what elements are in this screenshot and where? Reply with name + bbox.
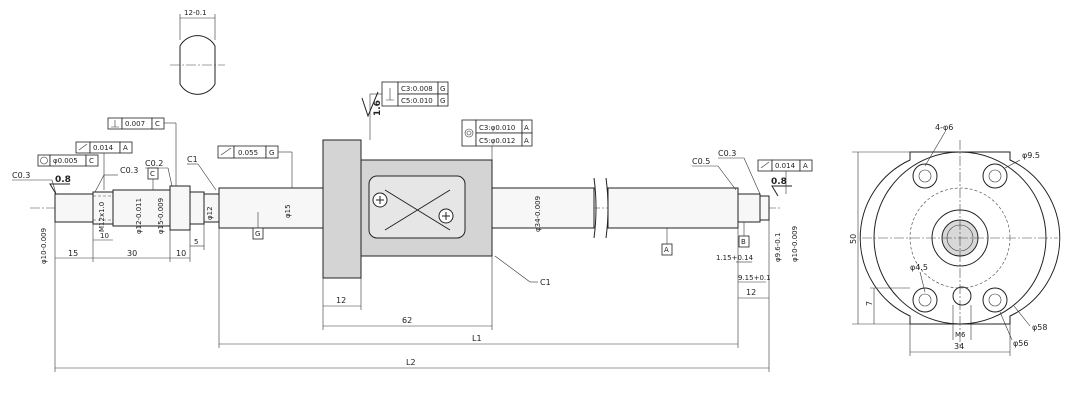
svg-text:M6: M6 xyxy=(955,331,966,339)
right-journal xyxy=(737,193,761,223)
svg-text:4-φ6: 4-φ6 xyxy=(935,123,953,132)
svg-text:10: 10 xyxy=(176,249,186,258)
mount-hole xyxy=(912,287,938,313)
svg-text:C1: C1 xyxy=(187,155,198,164)
collar xyxy=(189,191,205,225)
svg-text:A: A xyxy=(664,246,669,254)
svg-text:0.055: 0.055 xyxy=(238,149,258,157)
svg-text:C0.2: C0.2 xyxy=(145,159,163,168)
flat-section xyxy=(179,35,216,95)
svg-text:C0.3: C0.3 xyxy=(120,166,138,175)
svg-text:C0.3: C0.3 xyxy=(12,171,30,180)
svg-text:C5:φ0.012: C5:φ0.012 xyxy=(479,137,515,145)
svg-text:5: 5 xyxy=(194,238,198,246)
svg-text:G: G xyxy=(269,149,274,157)
svg-text:50: 50 xyxy=(849,234,858,244)
roughness-left: 0.8 xyxy=(49,175,71,195)
chamfer-labels: C0.3 C0.3 C0.2 C1 C0.5 C0.3 C1 xyxy=(12,149,761,287)
svg-text:φ56: φ56 xyxy=(1013,339,1028,348)
fcf-runout-a-right: 0.014 A xyxy=(757,159,813,194)
svg-text:φ34-0.009: φ34-0.009 xyxy=(534,196,542,232)
svg-text:C: C xyxy=(155,120,160,128)
svg-text:C0.5: C0.5 xyxy=(692,157,710,166)
svg-text:0.007: 0.007 xyxy=(125,120,145,128)
bearing-seat-15 xyxy=(169,185,191,231)
svg-text:A: A xyxy=(524,137,529,145)
svg-text:C0.3: C0.3 xyxy=(718,149,736,158)
fcf-runout-a-left: 0.014 A xyxy=(75,141,133,190)
roughness-right: 0.8 xyxy=(771,177,792,197)
svg-text:L2: L2 xyxy=(406,358,416,367)
svg-text:L1: L1 xyxy=(472,334,482,343)
svg-text:1.15+0.14: 1.15+0.14 xyxy=(716,254,754,262)
svg-text:M12x1.0: M12x1.0 xyxy=(98,202,106,232)
nut-flange xyxy=(322,139,362,279)
svg-text:0.8: 0.8 xyxy=(771,177,787,187)
svg-text:φ4.5: φ4.5 xyxy=(910,263,928,272)
fcf-perpendicular-g: C3:0.008 C5:0.010 G G xyxy=(369,81,449,140)
mount-hole xyxy=(912,163,938,189)
svg-text:10: 10 xyxy=(100,232,109,240)
svg-text:φ0.005: φ0.005 xyxy=(53,157,78,165)
svg-text:B: B xyxy=(741,238,746,246)
flat-width-label: 12-0.1 xyxy=(184,9,207,17)
svg-text:C3:0.008: C3:0.008 xyxy=(401,85,433,93)
flat-detail-view: 12-0.1 xyxy=(170,9,225,95)
svg-text:C: C xyxy=(150,170,155,178)
vertical-diameter-labels: φ10-0.009 M12x1.0 φ12-0.011 φ15-0.009 φ1… xyxy=(40,196,799,264)
left-journal xyxy=(54,193,94,223)
horizontal-dimensions: 15 30 10 10 5 12 62 L1 L2 12 1.15+0.14 9… xyxy=(54,220,771,372)
svg-text:0.014: 0.014 xyxy=(93,144,114,152)
svg-text:G: G xyxy=(255,230,260,238)
svg-text:φ15-0.009: φ15-0.009 xyxy=(157,198,165,234)
mount-hole xyxy=(982,163,1008,189)
svg-text:9.15+0.1: 9.15+0.1 xyxy=(738,274,771,282)
svg-text:C1: C1 xyxy=(540,278,551,287)
svg-text:φ10-0.009: φ10-0.009 xyxy=(40,228,48,264)
datum-flags: C G A B xyxy=(147,167,750,256)
m6-port xyxy=(952,286,972,306)
svg-text:φ58: φ58 xyxy=(1032,323,1047,332)
mount-hole xyxy=(982,287,1008,313)
svg-text:12: 12 xyxy=(336,296,346,305)
fcf-perpendicular-c: 0.007 C xyxy=(107,117,177,186)
fcf-concentric-a: C3:φ0.010 C5:φ0.012 A A xyxy=(461,119,533,160)
return-tube xyxy=(368,175,466,239)
svg-text:0.014: 0.014 xyxy=(775,162,796,170)
svg-text:62: 62 xyxy=(402,316,412,325)
svg-text:34: 34 xyxy=(954,342,964,351)
svg-text:12: 12 xyxy=(746,288,756,297)
screw-shaft-right xyxy=(607,187,739,229)
svg-text:1.6: 1.6 xyxy=(373,100,383,116)
svg-text:0.8: 0.8 xyxy=(55,175,71,185)
bearing-seat-12 xyxy=(112,189,171,227)
svg-text:15: 15 xyxy=(68,249,78,258)
svg-text:φ10-0.009: φ10-0.009 xyxy=(791,226,799,262)
shaft-side-view xyxy=(30,139,780,279)
svg-text:G: G xyxy=(440,85,445,93)
fcf-concentric-c: φ0.005 C xyxy=(37,154,99,167)
svg-text:C5:0.010: C5:0.010 xyxy=(401,97,433,105)
svg-text:A: A xyxy=(524,124,529,132)
svg-text:φ12: φ12 xyxy=(206,206,214,220)
svg-text:φ9.5: φ9.5 xyxy=(1022,151,1040,160)
svg-text:7: 7 xyxy=(865,301,874,306)
svg-text:G: G xyxy=(440,97,445,105)
svg-text:30: 30 xyxy=(127,249,137,258)
svg-text:φ12-0.011: φ12-0.011 xyxy=(135,198,143,234)
flange-end-view: 4-φ6 φ9.5 φ4.5 50 7 M6 34 φ56 φ58 xyxy=(849,123,1061,356)
svg-text:φ15: φ15 xyxy=(284,204,292,218)
svg-text:φ9.6-0.1: φ9.6-0.1 xyxy=(774,233,782,262)
svg-text:C3:φ0.010: C3:φ0.010 xyxy=(479,124,515,132)
svg-text:C: C xyxy=(89,157,94,165)
fcf-runout-g: 0.055 G xyxy=(217,145,293,188)
roughness-nut: 1.6 xyxy=(361,91,383,118)
svg-text:A: A xyxy=(123,144,128,152)
svg-text:A: A xyxy=(803,162,808,170)
